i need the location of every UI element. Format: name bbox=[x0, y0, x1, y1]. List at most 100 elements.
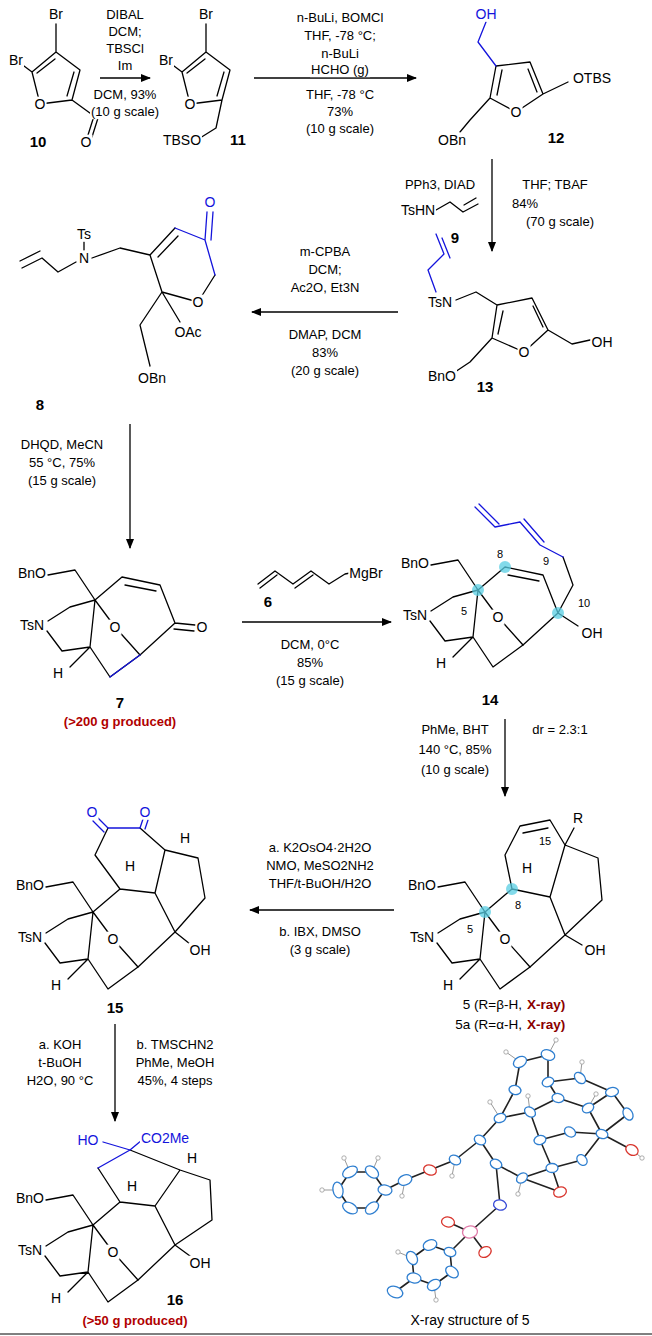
atom-ellipse bbox=[406, 1272, 422, 1284]
structure-group bbox=[332, 1048, 635, 1300]
reaction-condition: (10 g scale) bbox=[420, 763, 490, 777]
atom-ellipse bbox=[605, 1086, 619, 1097]
reaction-condition: (15 g scale) bbox=[275, 674, 345, 688]
bond-line bbox=[110, 655, 140, 677]
atom-marker bbox=[488, 1100, 492, 1104]
reaction-condition: NMO, MeSO2NH2 bbox=[265, 859, 375, 873]
bond-line bbox=[436, 198, 478, 212]
atom-number: 10 bbox=[577, 598, 591, 610]
xray-tag: X-ray) bbox=[526, 1018, 566, 1032]
bond-line bbox=[322, 1040, 642, 1300]
reaction-condition: PhMe, MeOH bbox=[135, 1056, 216, 1070]
reaction-condition: THF/t-BuOH/H2O bbox=[268, 877, 373, 891]
atom-label: BnO bbox=[407, 878, 437, 893]
atom-marker bbox=[594, 1092, 598, 1096]
atom-label: H bbox=[179, 831, 191, 846]
atom-label: MgBr bbox=[348, 566, 383, 581]
reaction-condition: (70 g scale) bbox=[525, 215, 595, 229]
atom-ellipse bbox=[624, 1142, 640, 1157]
atom-ellipse bbox=[581, 1101, 596, 1115]
structure-group bbox=[320, 1038, 644, 1302]
atom-marker bbox=[552, 607, 564, 619]
bond-line bbox=[24, 24, 98, 137]
atom-label: H bbox=[442, 978, 454, 993]
reaction-condition: 55 °C, 75% bbox=[28, 456, 96, 470]
atom-ellipse bbox=[404, 1249, 420, 1266]
atom-label: BnO bbox=[15, 878, 45, 893]
atom-ellipse bbox=[441, 1216, 456, 1228]
bond-line bbox=[258, 571, 350, 588]
atom-label: H bbox=[435, 656, 447, 671]
atom-ellipse bbox=[332, 1181, 345, 1198]
reaction-arrow bbox=[491, 159, 492, 251]
atom-label: O bbox=[80, 135, 93, 150]
atom-marker bbox=[479, 906, 491, 918]
atom-ellipse bbox=[575, 1153, 590, 1168]
rule-line bbox=[0, 1334, 652, 1335]
reaction-condition: THF, -78 °C; bbox=[303, 29, 377, 43]
atom-label: Br bbox=[198, 7, 214, 22]
atom-label: Br bbox=[158, 53, 174, 68]
atom-label: Br bbox=[8, 53, 24, 68]
core-skeleton bbox=[430, 560, 523, 667]
atom-ellipse bbox=[515, 1171, 530, 1186]
atom-label: OTBS bbox=[572, 71, 612, 86]
core-skeleton bbox=[437, 882, 530, 989]
compound-node: 8 bbox=[8, 190, 248, 420]
compound-node: 16(>50 g produced) bbox=[6, 1125, 246, 1333]
reaction-condition: m-CPBA bbox=[299, 245, 352, 259]
atom-ellipse bbox=[477, 1244, 493, 1259]
atom-label: H bbox=[50, 1291, 62, 1306]
atom-label: R bbox=[572, 811, 584, 826]
atom-label: O bbox=[109, 620, 122, 635]
atom-label: OH bbox=[584, 943, 607, 958]
reaction-condition: (15 g scale) bbox=[27, 474, 97, 488]
atom-number: 15 bbox=[538, 836, 552, 848]
atom-label: HO bbox=[77, 1133, 100, 1148]
atom-marker bbox=[450, 1174, 454, 1178]
atom-number: 8 bbox=[496, 549, 504, 561]
atom-label: TsN bbox=[17, 930, 43, 945]
bond-line bbox=[460, 62, 568, 132]
reaction-condition: DMAP, DCM bbox=[288, 328, 363, 342]
structure-group bbox=[320, 1038, 644, 1302]
atom-label: O bbox=[107, 1245, 120, 1260]
reaction-arrow bbox=[254, 77, 416, 78]
atom-marker bbox=[516, 1192, 520, 1196]
reaction-condition: DIBAL bbox=[105, 8, 145, 22]
atom-label: OH bbox=[189, 1256, 212, 1271]
atom-label: H bbox=[52, 666, 64, 681]
atom-ellipse bbox=[363, 1163, 381, 1180]
bond-line bbox=[455, 292, 590, 372]
bond-line bbox=[175, 212, 215, 275]
atom-ellipse bbox=[541, 1075, 556, 1088]
reaction-condition: (20 g scale) bbox=[290, 364, 360, 378]
atom-label: O bbox=[107, 932, 120, 947]
reaction-condition: TBSCl bbox=[105, 42, 145, 56]
atom-label: TsN bbox=[427, 295, 453, 310]
atom-label: CO2Me bbox=[140, 1131, 190, 1146]
reaction-condition: n-BuLi, BOMCl bbox=[296, 11, 385, 25]
atom-label: BnO bbox=[427, 369, 457, 384]
atom-marker bbox=[506, 883, 518, 895]
bond-line bbox=[478, 557, 578, 645]
compound-node: 5 (R=β-H,X-ray)5a (R=α-H,X-ray) bbox=[398, 800, 643, 1035]
reaction-arrow bbox=[114, 1024, 115, 1121]
atom-marker bbox=[554, 1038, 558, 1042]
structure-group bbox=[422, 1142, 640, 1259]
atom-label: O bbox=[192, 295, 205, 310]
reaction-condition: Im bbox=[117, 59, 133, 73]
atom-ellipse bbox=[621, 1106, 635, 1122]
compound-number: 14 bbox=[481, 692, 500, 708]
reaction-arrow bbox=[129, 424, 130, 548]
bond-line bbox=[95, 577, 195, 655]
atom-number: 5 bbox=[466, 924, 474, 936]
atom-ellipse bbox=[422, 1238, 439, 1252]
core-skeleton bbox=[45, 882, 138, 989]
reaction-arrow bbox=[504, 719, 505, 796]
reaction-condition: 140 °C, 85% bbox=[417, 743, 492, 757]
reaction-arrow bbox=[100, 77, 150, 78]
reaction-condition: DCM, 93% bbox=[93, 88, 158, 102]
atom-ellipse bbox=[473, 1133, 488, 1147]
atom-label: BnO bbox=[400, 556, 430, 571]
